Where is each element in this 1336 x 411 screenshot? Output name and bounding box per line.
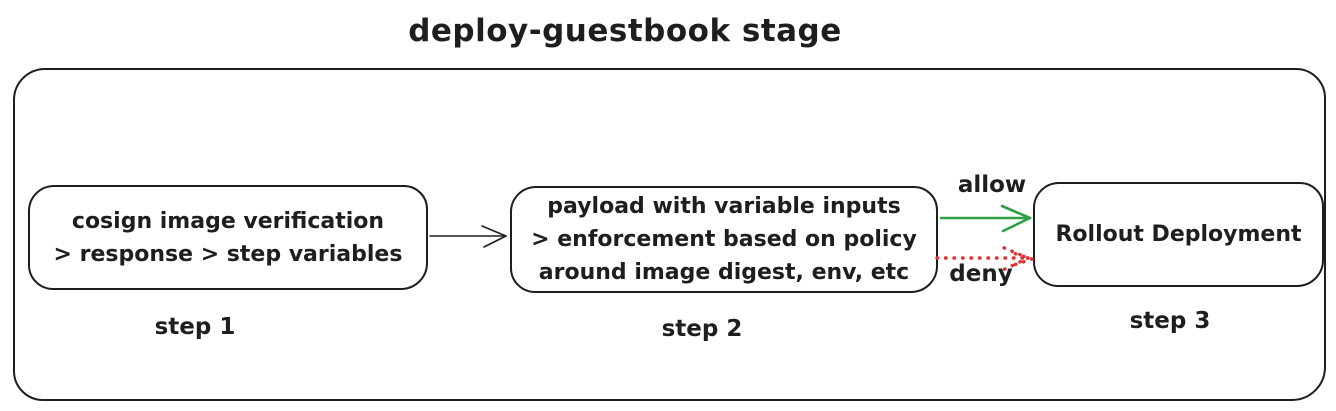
node-step1-line2: > response > step variables bbox=[53, 241, 403, 267]
step2-caption: step 2 bbox=[661, 316, 743, 342]
node-step3-rollout-deployment: Rollout Deployment bbox=[1033, 182, 1324, 287]
node-step2-line2: > enforcement based on policy bbox=[531, 227, 917, 252]
diagram-title: deploy-guestbook stage bbox=[408, 13, 842, 49]
node-step1-line1: cosign image verification bbox=[71, 208, 385, 234]
stage-frame bbox=[13, 68, 1326, 401]
node-step2-policy-enforcement: payload with variable inputs > enforceme… bbox=[510, 186, 938, 293]
node-step2-line3: around image digest, env, etc bbox=[538, 260, 910, 285]
deny-arrow-label: deny bbox=[949, 261, 1013, 287]
node-step3-line1: Rollout Deployment bbox=[1055, 222, 1302, 247]
step1-caption: step 1 bbox=[154, 314, 236, 340]
node-step2-line1: payload with variable inputs bbox=[547, 194, 901, 219]
step3-caption: step 3 bbox=[1129, 308, 1211, 334]
allow-arrow-label: allow bbox=[957, 172, 1027, 198]
node-step1-cosign-verification: cosign image verification > response > s… bbox=[28, 185, 428, 290]
